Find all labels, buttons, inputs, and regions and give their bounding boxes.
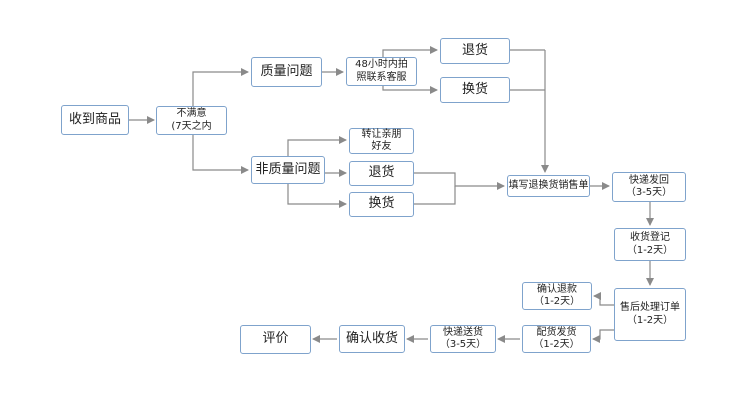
node-express-deliver-line2: （3-5天） (439, 339, 487, 350)
node-transfer-friend-line2: 好友 (371, 141, 392, 152)
node-receive-goods: 收到商品 (61, 105, 129, 135)
node-aftersale-order: 售后处理订单 （1-2天） (614, 288, 686, 341)
node-non-quality-issue: 非质量问题 (251, 156, 325, 184)
edge-exchange-nq-to-form (414, 186, 456, 205)
edge-unsatisfied-to-nonquality (192, 133, 249, 174)
node-transfer-friend-line1: 转让亲朋 (361, 128, 402, 140)
node-confirm-refund-line2: （1-2天） (533, 296, 581, 307)
edge-return-nq-to-form (414, 172, 505, 190)
node-fill-form: 填写退换货销售单 (507, 175, 590, 197)
node-exchange-quality: 换货 (440, 77, 510, 103)
node-review-label: 评价 (262, 331, 289, 347)
node-confirm-receipt-label: 确认收货 (345, 330, 398, 346)
edge-contact-to-return (382, 46, 438, 57)
node-receive-goods-label: 收到商品 (68, 111, 121, 127)
node-ship-line2: （1-2天） (533, 339, 580, 350)
node-non-quality-issue-label: 非质量问题 (255, 161, 321, 177)
node-confirm-refund-line1: 确认退款 (537, 283, 577, 295)
node-fill-form-label: 填写退换货销售单 (508, 179, 589, 191)
node-express-back: 快递发回 （3-5天） (612, 172, 686, 202)
node-return-quality: 退货 (440, 38, 510, 64)
node-not-satisfied: 不满意 (7天之内 (156, 106, 227, 135)
node-express-deliver: 快递送货 （3-5天） (430, 325, 496, 353)
node-return-non-quality: 退货 (349, 161, 414, 186)
node-exchange-quality-label: 换货 (461, 81, 488, 97)
node-transfer-friend: 转让亲朋 好友 (349, 128, 414, 154)
node-receive-register-line2: （1-2天） (626, 244, 674, 256)
edge-nonquality-to-return (287, 184, 347, 208)
node-not-satisfied-line1: 不满意 (176, 108, 207, 119)
edge-unsatisfied-to-quality (192, 68, 249, 107)
node-quality-issue-label: 质量问题 (260, 63, 313, 79)
edge-nonquality-to-transfer (287, 136, 347, 156)
node-not-satisfied-line2: (7天之内 (171, 120, 212, 132)
node-aftersale-order-line2: （1-2天） (626, 314, 674, 326)
edge-aftersale-to-ship (592, 329, 614, 343)
node-express-back-line2: （3-5天） (625, 187, 673, 198)
node-confirm-refund: 确认退款 （1-2天） (522, 282, 592, 310)
node-aftersale-order-line1: 售后处理订单 (620, 302, 680, 313)
node-receive-register: 收货登记 （1-2天） (614, 228, 686, 261)
node-exchange-non-quality-label: 换货 (368, 196, 395, 212)
node-quality-issue: 质量问题 (251, 57, 322, 87)
edge-aftersale-to-refund (593, 292, 614, 306)
node-contact-cs-line2: 照联系客服 (356, 71, 407, 83)
node-confirm-receipt: 确认收货 (339, 325, 405, 353)
node-contact-cs: 48小时内拍 照联系客服 (346, 57, 417, 86)
edge-contact-to-exchange (382, 86, 438, 94)
node-express-back-line1: 快递发回 (629, 174, 669, 186)
node-express-deliver-line1: 快递送货 (443, 326, 483, 338)
node-receive-register-line1: 收货登记 (630, 232, 670, 243)
node-return-quality-label: 退货 (461, 42, 488, 58)
node-return-non-quality-label: 退货 (368, 165, 395, 181)
node-review: 评价 (240, 325, 311, 354)
node-ship: 配货发货 （1-2天） (522, 325, 591, 353)
node-exchange-non-quality: 换货 (349, 192, 414, 217)
node-contact-cs-line1: 48小时内拍 (355, 59, 408, 70)
node-ship-line1: 配货发货 (536, 326, 577, 338)
